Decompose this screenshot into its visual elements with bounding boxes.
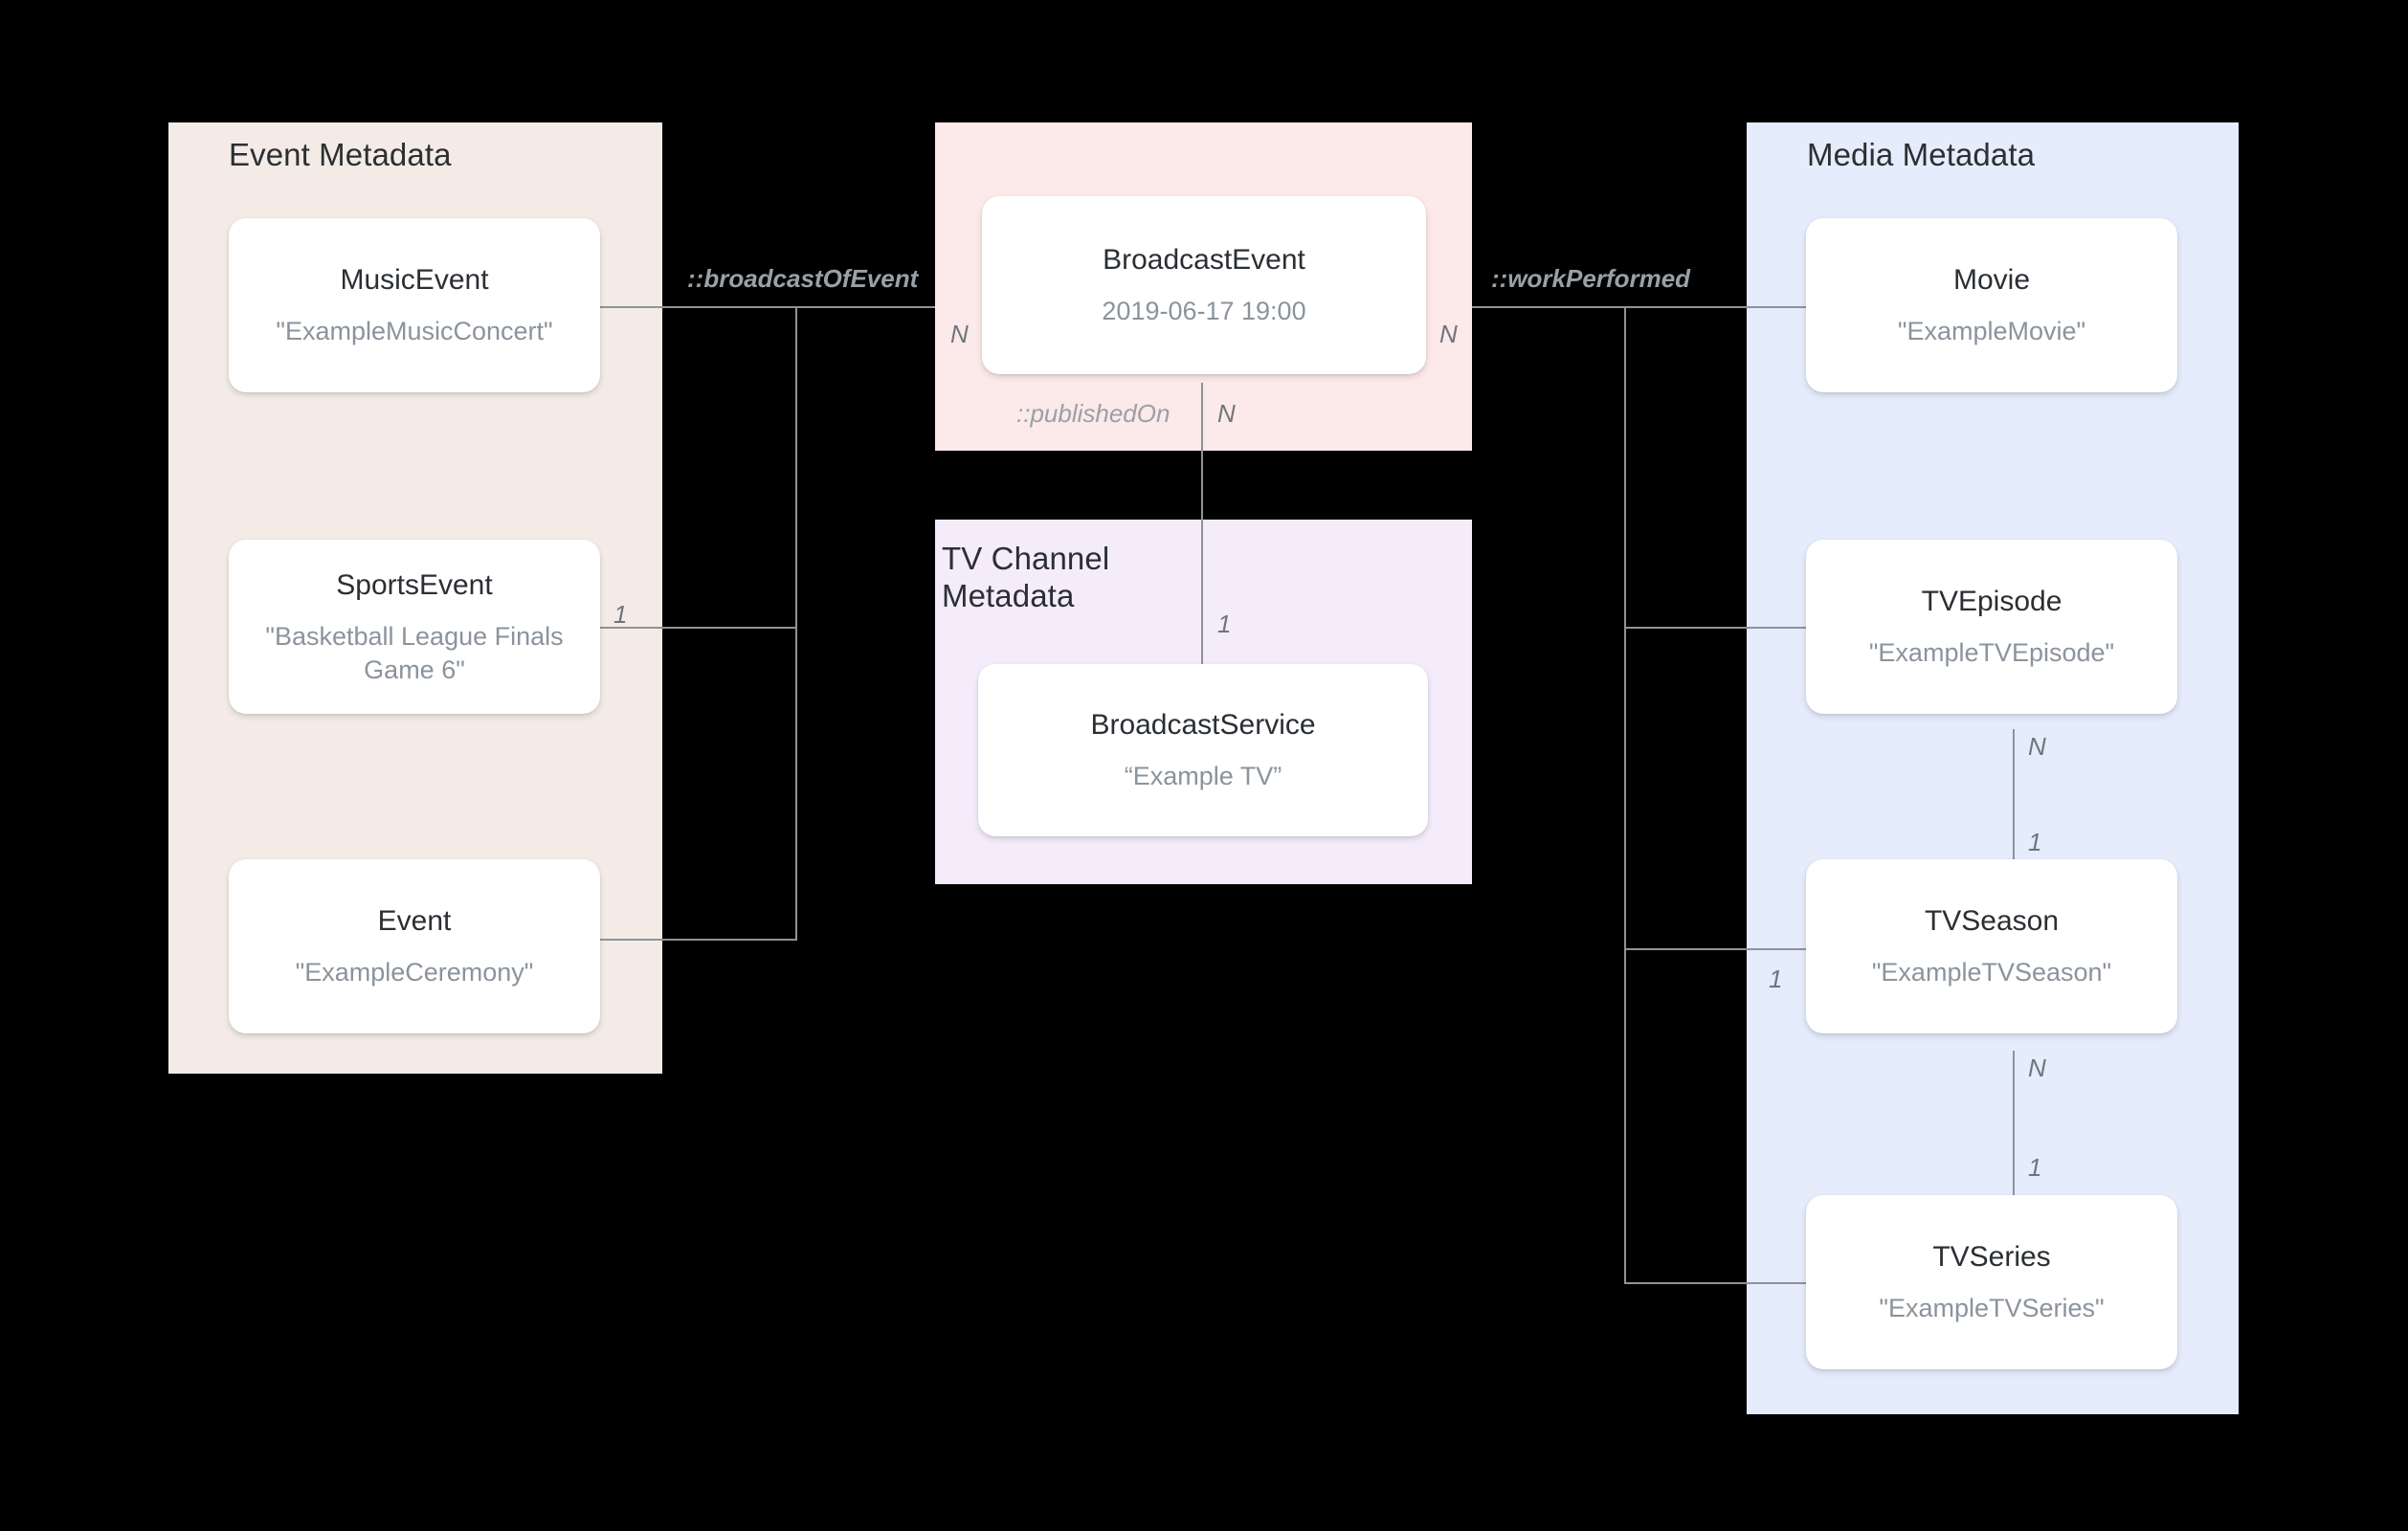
panel-title-media-metadata: Media Metadata: [1807, 137, 2036, 172]
node-movie-value: "ExampleMovie": [1897, 317, 2086, 346]
node-tv-season[interactable]: TVSeason "ExampleTVSeason": [1806, 859, 2177, 1033]
node-event-type: Event: [377, 904, 452, 937]
connector-broadcast-event-to-broadcast-service: [1201, 383, 1203, 670]
connector-right-vertical-bus: [1624, 306, 1626, 1284]
panel-title-event-metadata: Event Metadata: [229, 137, 452, 172]
node-tv-episode[interactable]: TVEpisode "ExampleTVEpisode": [1806, 540, 2177, 714]
node-music-event-type: MusicEvent: [340, 263, 489, 296]
cardinality-tv-season-bottom: N: [2028, 1054, 2046, 1082]
edge-label-broadcast-of-event: ::broadcastOfEvent: [687, 264, 919, 293]
cardinality-tv-episode-bottom: N: [2028, 732, 2046, 761]
cardinality-tv-series-top: 1: [2028, 1153, 2042, 1182]
node-sports-event[interactable]: SportsEvent "Basketball League Finals Ga…: [229, 540, 600, 714]
connector-tv-season-stub: [1624, 948, 1806, 950]
cardinality-broadcast-event-bottom: N: [1217, 399, 1236, 428]
connector-tv-season-to-tv-series: [2013, 1051, 2015, 1232]
node-movie-type: Movie: [1952, 263, 2031, 296]
node-tv-episode-type: TVEpisode: [1921, 585, 2062, 617]
edge-label-work-performed: ::workPerformed: [1491, 264, 1691, 293]
panel-title-tv-channel-metadata: TV Channel Metadata: [942, 541, 1110, 613]
node-broadcast-service-type: BroadcastService: [1090, 708, 1316, 741]
node-broadcast-service-value: “Example TV”: [1124, 762, 1282, 791]
node-broadcast-event[interactable]: BroadcastEvent 2019-06-17 19:00: [982, 196, 1426, 374]
cardinality-broadcast-event-right: N: [1439, 320, 1458, 348]
cardinality-sports-event-right: 1: [613, 600, 628, 629]
node-movie[interactable]: Movie "ExampleMovie": [1806, 218, 2177, 392]
connector-left-vertical-bus: [795, 306, 797, 940]
node-broadcast-event-datetime: 2019-06-17 19:00: [1102, 297, 1306, 326]
cardinality-broadcast-event-left: N: [950, 320, 969, 348]
cardinality-tv-season-top: 1: [2028, 828, 2042, 856]
node-broadcast-event-type: BroadcastEvent: [1103, 243, 1305, 276]
cardinality-broadcast-service-top: 1: [1217, 610, 1232, 638]
node-tv-series[interactable]: TVSeries "ExampleTVSeries": [1806, 1195, 2177, 1369]
connector-sports-event-stub: [596, 627, 797, 629]
connector-music-event-to-broadcast-event: [596, 306, 935, 308]
node-event-value: "ExampleCeremony": [295, 958, 534, 987]
edge-label-published-on: ::publishedOn: [1016, 399, 1171, 428]
connector-broadcast-event-to-movie: [1472, 306, 1806, 308]
connector-tv-series-stub: [1624, 1282, 1806, 1284]
node-music-event-value: "ExampleMusicConcert": [276, 317, 553, 346]
node-tv-episode-value: "ExampleTVEpisode": [1868, 638, 2115, 668]
node-sports-event-value: "Basketball League Finals Game 6": [265, 622, 564, 684]
node-tv-series-type: TVSeries: [1932, 1240, 2051, 1273]
node-event[interactable]: Event "ExampleCeremony": [229, 859, 600, 1033]
node-tv-season-type: TVSeason: [1924, 904, 2060, 937]
node-tv-series-value: "ExampleTVSeries": [1879, 1294, 2105, 1323]
cardinality-tv-season-left: 1: [1769, 965, 1783, 993]
node-music-event[interactable]: MusicEvent "ExampleMusicConcert": [229, 218, 600, 392]
connector-tv-episode-to-tv-season: [2013, 729, 2015, 911]
node-sports-event-type: SportsEvent: [336, 568, 493, 601]
node-tv-season-value: "ExampleTVSeason": [1871, 958, 2112, 987]
connector-tv-episode-stub: [1624, 627, 1806, 629]
node-broadcast-service[interactable]: BroadcastService “Example TV”: [978, 664, 1428, 836]
connector-event-stub: [596, 939, 797, 941]
